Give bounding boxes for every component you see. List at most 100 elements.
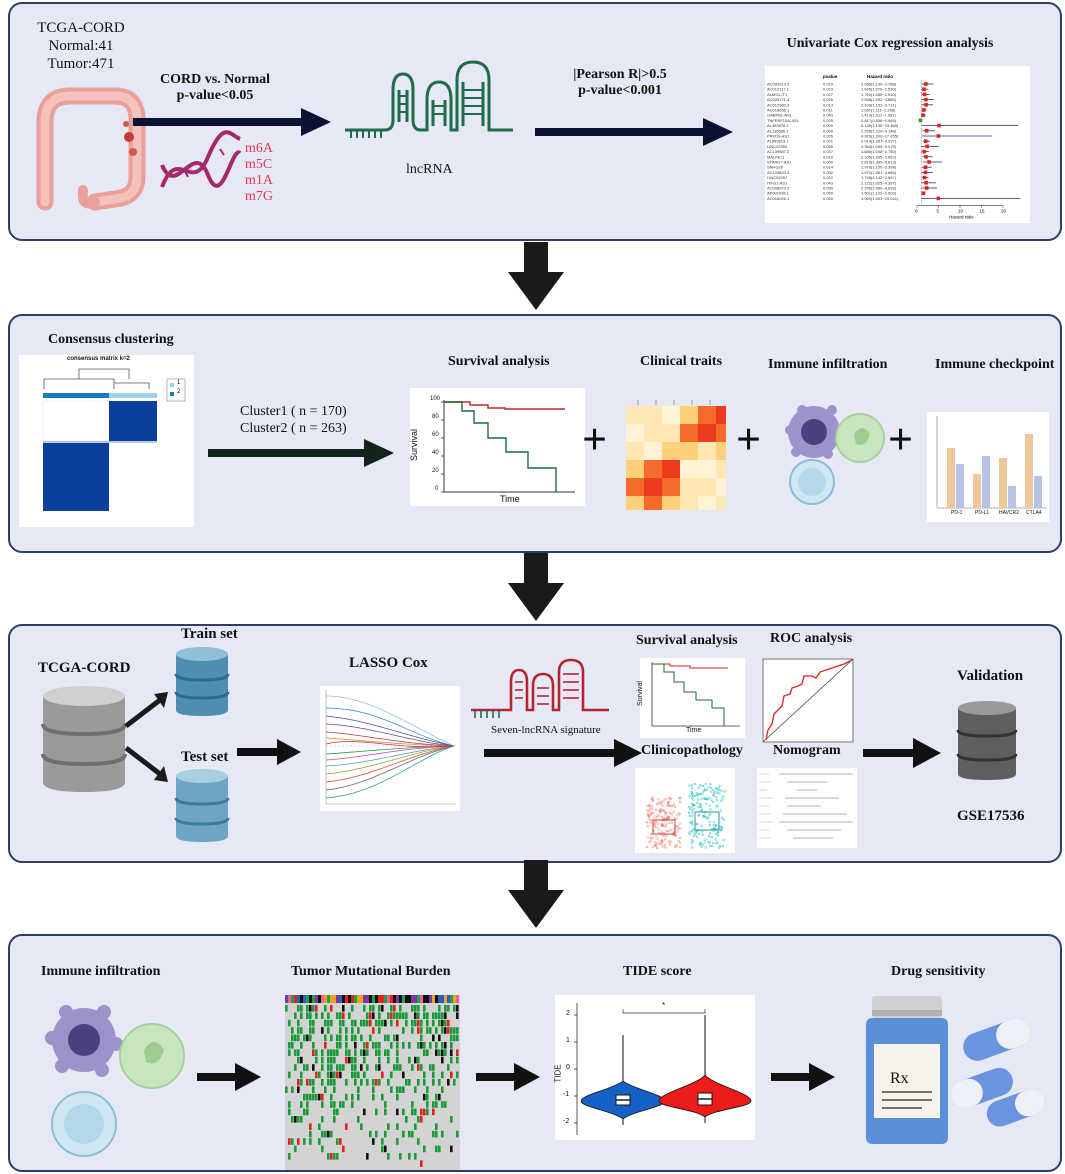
clinico-point xyxy=(670,840,673,843)
tide-sig-label: * xyxy=(662,1001,666,1010)
tmb-mutation-cell xyxy=(342,1064,345,1071)
tide-ylabel: TIDE xyxy=(553,1064,563,1083)
forest-point xyxy=(922,87,926,91)
tmb-mutation-cell xyxy=(408,1153,411,1160)
checkpoint-bar-svg xyxy=(936,416,1047,509)
tmb-mutation-cell xyxy=(450,1042,453,1049)
lasso-title: LASSO Cox xyxy=(349,655,428,671)
tide-ytick: 2 xyxy=(566,1010,570,1017)
clinico-point xyxy=(692,798,695,801)
tmb-mutation-cell xyxy=(441,1012,444,1019)
clinico-point xyxy=(690,821,693,824)
clinico-point xyxy=(708,796,711,799)
tmb-mutation-cell xyxy=(375,1108,378,1116)
tmb-header-cell xyxy=(390,995,393,1003)
tmb-mutation-cell xyxy=(387,1123,390,1130)
clinico-point xyxy=(655,803,659,806)
clinico-point xyxy=(688,833,691,836)
tmb-mutation-cell xyxy=(339,1101,342,1108)
tmb-header-cell xyxy=(315,995,318,1003)
clinico-point xyxy=(691,809,694,812)
clinico-point xyxy=(715,799,719,802)
tmb-mutation-cell xyxy=(441,1056,444,1064)
tmb-mutation-cell xyxy=(396,1093,399,1101)
forest-gene-label: PRKD3-AS1 xyxy=(767,134,790,139)
clinico-point xyxy=(676,825,679,828)
clinico-point xyxy=(670,804,674,808)
tmb-mutation-cell xyxy=(306,1108,309,1116)
clinico-point xyxy=(674,834,677,837)
tmb-mutation-cell xyxy=(291,1027,294,1034)
forest-point xyxy=(924,103,928,107)
clinico-point xyxy=(653,825,656,828)
tmb-mutation-cell xyxy=(333,1079,336,1086)
clinico-point xyxy=(651,846,654,849)
clinico-point xyxy=(661,809,664,812)
tmb-mutation-cell xyxy=(294,1049,297,1056)
tmb-mutation-cell xyxy=(327,1064,330,1071)
clinico-point xyxy=(660,802,663,805)
forest-hr-text: 2.109(1.151~3.731) xyxy=(861,102,897,107)
tmb-header-cell xyxy=(453,995,456,1003)
tmb-mutation-cell xyxy=(435,1123,438,1130)
tmb-mutation-cell xyxy=(423,1012,426,1019)
tmb-mutation-cell xyxy=(345,1093,348,1101)
clinico-point xyxy=(653,816,656,819)
clinico-point xyxy=(694,831,697,834)
tmb-mutation-cell xyxy=(369,1012,372,1019)
tmb-mutation-cell xyxy=(414,1005,417,1012)
clinico-point xyxy=(723,790,726,793)
forest-point xyxy=(924,97,928,102)
clinico-point xyxy=(722,838,725,842)
clinico-point xyxy=(668,840,671,843)
tmb-mutation-cell xyxy=(363,1071,366,1079)
clinico-point xyxy=(705,788,708,792)
forest-pvalue: 0.000 xyxy=(823,123,834,128)
tmb-mutation-cell xyxy=(387,1049,390,1056)
tmb-mutation-cell xyxy=(417,1079,420,1086)
survival-curve-svg xyxy=(441,400,575,493)
consensus-title: Consensus clustering xyxy=(48,332,174,347)
tmb-header-cell xyxy=(318,995,321,1003)
tmb-mutation-cell xyxy=(333,1116,336,1123)
clinico-point xyxy=(692,803,695,806)
tmb-mutation-cell xyxy=(342,1101,345,1108)
clinico-point xyxy=(692,794,695,797)
tmb-mutation-cell xyxy=(342,1012,345,1019)
clinico-point xyxy=(699,841,702,845)
tmb-mutation-cell xyxy=(432,1019,435,1027)
tmb-mutation-cell xyxy=(297,1027,300,1034)
tmb-mutation-cell xyxy=(297,1079,300,1086)
tmb-mutation-cell xyxy=(342,1005,345,1012)
clinico-point xyxy=(702,797,706,800)
tmb-mutation-cell xyxy=(372,1005,375,1012)
tmb-header-cell xyxy=(363,995,366,1003)
tmb-header-cell xyxy=(414,995,417,1003)
tmb-mutation-cell xyxy=(426,1027,429,1034)
forest-point xyxy=(924,82,928,86)
tmb-mutation-cell xyxy=(423,1108,426,1116)
tmb-mutation-cell xyxy=(306,1012,309,1019)
clinico-point xyxy=(650,833,653,836)
tmb-mutation-cell xyxy=(396,1064,399,1071)
clinico-point xyxy=(666,801,670,805)
clinico-point xyxy=(719,825,722,828)
clinico-point xyxy=(691,814,694,817)
tmb-mutation-cell xyxy=(444,1019,447,1027)
tmb-mutation-cell xyxy=(390,1042,393,1049)
forest-gene-label: AP001036.1 xyxy=(767,191,790,196)
survival-ytick: 0 xyxy=(435,486,439,492)
tmb-mutation-cell xyxy=(345,1123,348,1130)
tmb-mutation-cell xyxy=(378,1064,381,1071)
clinico-point xyxy=(708,812,712,816)
clinico-point xyxy=(655,843,658,846)
tmb-mutation-cell xyxy=(309,1005,312,1012)
tmb-mutation-cell xyxy=(321,1093,324,1101)
tmb-mutation-cell xyxy=(414,1153,417,1160)
tmb-mutation-cell xyxy=(333,1071,336,1079)
tmb-mutation-cell xyxy=(372,1079,375,1086)
roc-curve-svg xyxy=(762,658,854,743)
clinico-point xyxy=(657,828,660,831)
forest-gene-label: AL136086.1 xyxy=(767,128,789,133)
clinico-point xyxy=(715,796,718,799)
